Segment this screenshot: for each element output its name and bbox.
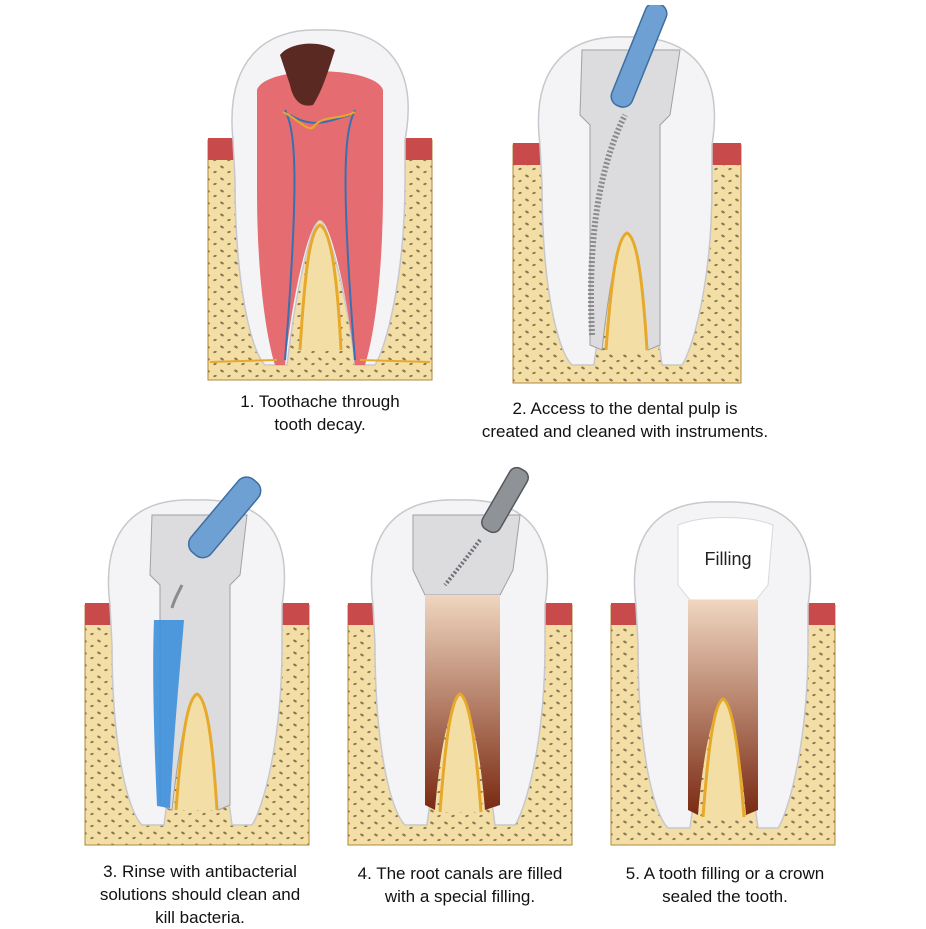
step-1-caption-line-1: 1. Toothache through bbox=[240, 392, 400, 411]
access-cavity bbox=[412, 514, 521, 596]
filling-label: Filling bbox=[704, 549, 751, 569]
decay-cavity bbox=[280, 43, 335, 106]
step-3-caption-line-1: 3. Rinse with antibacterial bbox=[103, 862, 297, 881]
antibacterial-rinse-illustration bbox=[84, 476, 310, 846]
gum-right bbox=[705, 143, 741, 165]
root-dentin-line bbox=[174, 692, 219, 811]
step-3-diagram bbox=[82, 470, 312, 850]
tooth-decay-illustration bbox=[207, 29, 433, 381]
step-1-caption-line-2: tooth decay. bbox=[274, 415, 366, 434]
dental-file-icon bbox=[587, 113, 628, 336]
inflamed-pulp bbox=[257, 71, 383, 365]
filled-root-canals bbox=[425, 595, 500, 810]
dentin-root-line bbox=[298, 223, 343, 351]
step-5-caption: 5. A tooth filling or a crown sealed the… bbox=[595, 862, 855, 908]
filled-root-canals bbox=[688, 600, 758, 815]
syringe-icon bbox=[170, 476, 262, 609]
step-1-diagram bbox=[205, 20, 435, 382]
step-5-diagram: Filling bbox=[608, 495, 838, 850]
root-dentin-line bbox=[438, 692, 483, 813]
sealed-tooth-illustration: Filling bbox=[610, 501, 836, 846]
step-4-diagram bbox=[345, 460, 575, 850]
step-4-caption-line-1: 4. The root canals are filled bbox=[357, 864, 563, 883]
step-2-caption-line-2: created and cleaned with instruments. bbox=[481, 422, 769, 441]
nerve-fibers bbox=[209, 111, 431, 363]
instrument-handle-icon bbox=[610, 5, 668, 108]
antibacterial-solution bbox=[153, 620, 184, 808]
plugger-instrument-icon bbox=[443, 466, 529, 587]
root-dentin-line bbox=[604, 231, 649, 351]
step-2-caption: 2. Access to the dental pulp is created … bbox=[460, 397, 790, 443]
step-3-caption: 3. Rinse with antibacterial solutions sh… bbox=[70, 860, 330, 929]
root-dentin-line bbox=[701, 697, 746, 818]
step-5-caption-line-1: 5. A tooth filling or a crown bbox=[625, 864, 825, 883]
pulp-access-illustration bbox=[512, 5, 742, 384]
step-3-caption-line-2: solutions should clean and bbox=[99, 885, 301, 904]
step-4-caption-line-2: with a special filling. bbox=[384, 887, 536, 906]
step-2-caption-line-1: 2. Access to the dental pulp is bbox=[512, 399, 738, 418]
canal-filling-illustration bbox=[347, 466, 573, 846]
step-5-caption-line-2: sealed the tooth. bbox=[662, 887, 788, 906]
step-4-caption: 4. The root canals are filled with a spe… bbox=[330, 862, 590, 908]
step-3-caption-line-3: kill bacteria. bbox=[155, 908, 245, 927]
step-2-diagram bbox=[510, 5, 745, 385]
step-1-caption: 1. Toothache through tooth decay. bbox=[195, 390, 445, 436]
